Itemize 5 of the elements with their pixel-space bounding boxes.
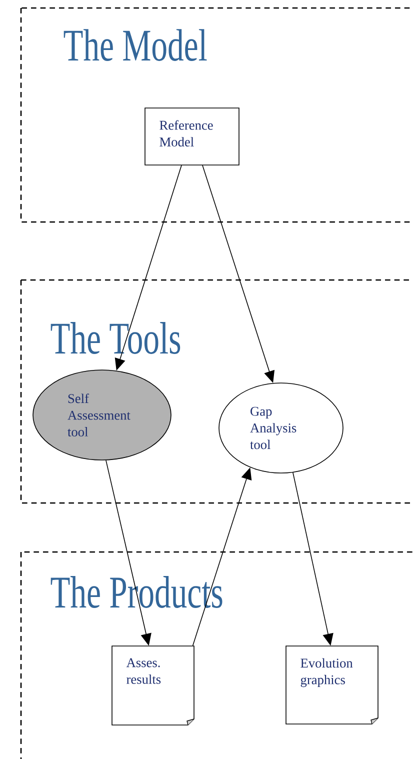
ellipse-node: Self Assessment tool <box>32 370 172 460</box>
ellipse-node: Gap Analysis tool <box>218 382 344 474</box>
process-box: Reference Model <box>144 108 240 166</box>
document-box: Asses. results <box>112 646 194 726</box>
document-box: Evolution graphics <box>286 646 378 724</box>
